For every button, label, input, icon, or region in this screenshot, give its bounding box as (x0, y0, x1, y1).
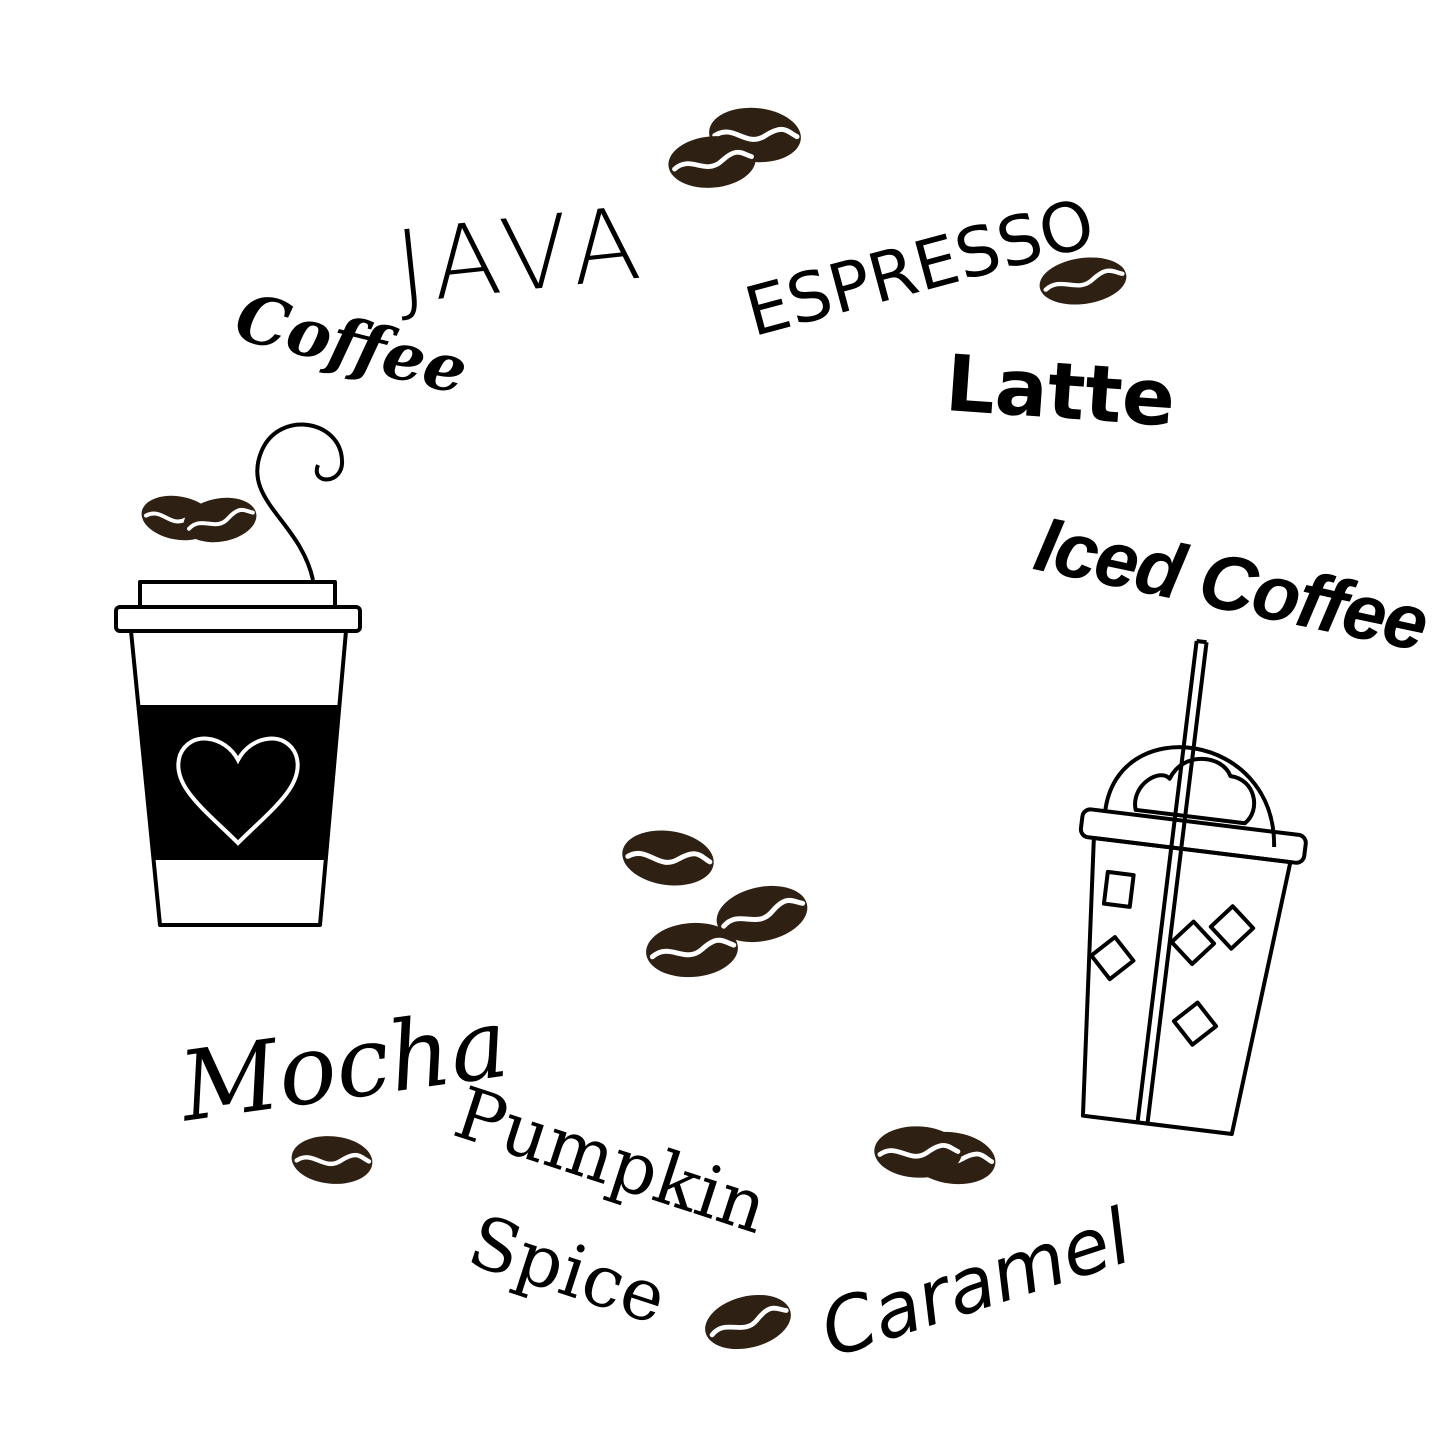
word-caramel: Caramel (810, 1192, 1141, 1375)
coffee-bean-icon (290, 1133, 375, 1187)
word-iced-coffee: Iced Coffee (1028, 499, 1435, 668)
heart-icon (176, 736, 300, 846)
iced-coffee-cup-icon (1078, 639, 1308, 1136)
coffee-bean-icon (619, 825, 718, 891)
hot-coffee-cup-icon (114, 422, 362, 927)
coffee-bean-icon (699, 1287, 796, 1358)
word-java: JAVA (390, 184, 653, 327)
word-spice: Spice (459, 1198, 676, 1340)
word-latte: Latte (943, 339, 1179, 445)
word-espresso: ESPRESSO (737, 184, 1102, 353)
